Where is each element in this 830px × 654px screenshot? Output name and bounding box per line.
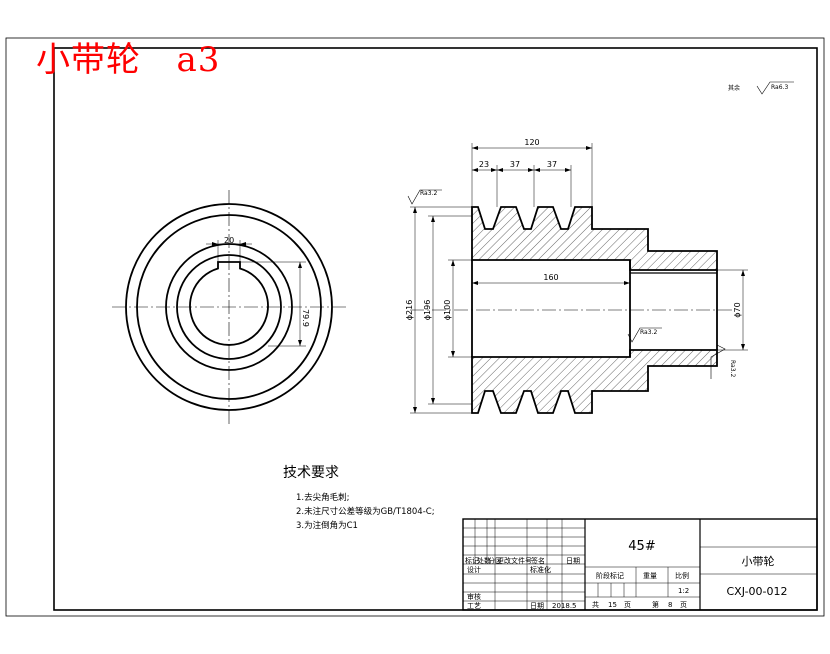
section-upper xyxy=(471,206,718,271)
title-block-texts: 标记 处数 分区 更改文件号 签名 日期 设计 标准化 审核 工艺 日期 201… xyxy=(465,539,788,610)
section-lower xyxy=(471,349,718,414)
scale-value: 1:2 xyxy=(678,587,689,595)
row-label-process: 工艺 xyxy=(467,602,481,610)
section-view xyxy=(407,81,794,414)
dim-groove-1: 23 xyxy=(479,160,489,169)
hub-inner-circle xyxy=(176,254,282,360)
dim-outer-diameter: ϕ216 xyxy=(405,300,414,321)
dim-groove-3: 37 xyxy=(547,160,557,169)
dim-shaft-diameter: ϕ70 xyxy=(733,302,742,317)
side-view xyxy=(112,190,346,424)
roughness-right: Ra3.2 xyxy=(729,360,736,377)
tech-req-heading: 技术要求 xyxy=(283,465,339,481)
row-label-design: 设计 xyxy=(467,565,481,574)
sheets-total-unit: 页 xyxy=(624,601,631,609)
row-label-standard: 标准化 xyxy=(530,565,551,574)
key-depth-label: 79.9 xyxy=(301,309,310,327)
row-label-date: 日期 xyxy=(530,602,544,610)
outer-border xyxy=(5,37,825,617)
drawing-title: 小带轮 a3 xyxy=(36,40,220,80)
rev-header-count: 处数 xyxy=(477,556,491,565)
roughness-bore: Ra3.2 xyxy=(640,329,657,336)
weight-label: 重量 xyxy=(643,572,657,580)
dim-bore-diameter: ϕ100 xyxy=(443,300,452,321)
surface-finish-label: 其余 xyxy=(728,84,740,92)
row-label-review: 审核 xyxy=(467,592,481,601)
tech-req-item-2: 2.未注尺寸公差等级为GB/T1804-C; xyxy=(296,506,435,517)
keyway-width-label: 20 xyxy=(224,236,234,245)
dim-groove-diameter: ϕ196 xyxy=(423,300,432,321)
sheets-total-value: 15 xyxy=(608,601,617,609)
rev-header-mark: 标记 xyxy=(465,556,479,565)
sheet-number-unit: 页 xyxy=(680,601,687,609)
tech-req-item-1: 1.去尖角毛刺; xyxy=(296,492,349,503)
rev-header-zone: 分区 xyxy=(488,556,502,565)
dim-overall-length: 120 xyxy=(524,138,539,147)
sheets-total-label: 共 xyxy=(592,600,599,609)
tech-req-item-3: 3.为注倒角为C1 xyxy=(296,520,358,531)
surface-finish-value: Ra6.3 xyxy=(771,84,788,91)
material-value: 45# xyxy=(628,539,655,554)
sheet-number-value: 8 xyxy=(668,601,672,609)
title-paper-size: a3 xyxy=(176,40,221,80)
part-name-value: 小带轮 xyxy=(742,554,775,568)
rev-header-date: 日期 xyxy=(566,557,580,565)
title-part-name: 小带轮 xyxy=(36,40,141,80)
bore-with-keyway xyxy=(189,261,269,346)
stage-label: 阶段标记 xyxy=(596,571,624,580)
sheet-number-label: 第 xyxy=(652,600,659,609)
rev-header-doc: 更改文件号 xyxy=(497,556,532,565)
date-value: 2018.5 xyxy=(552,602,577,610)
drawing-number-value: CXJ-00-012 xyxy=(727,585,788,598)
roughness-left: Ra3.2 xyxy=(420,190,437,197)
inner-border xyxy=(53,47,818,611)
dim-bore-length: 160 xyxy=(543,273,558,282)
title-block xyxy=(462,518,818,611)
dim-groove-2: 37 xyxy=(510,160,520,169)
rev-header-sign: 签名 xyxy=(531,556,545,565)
scale-label: 比例 xyxy=(675,571,689,580)
